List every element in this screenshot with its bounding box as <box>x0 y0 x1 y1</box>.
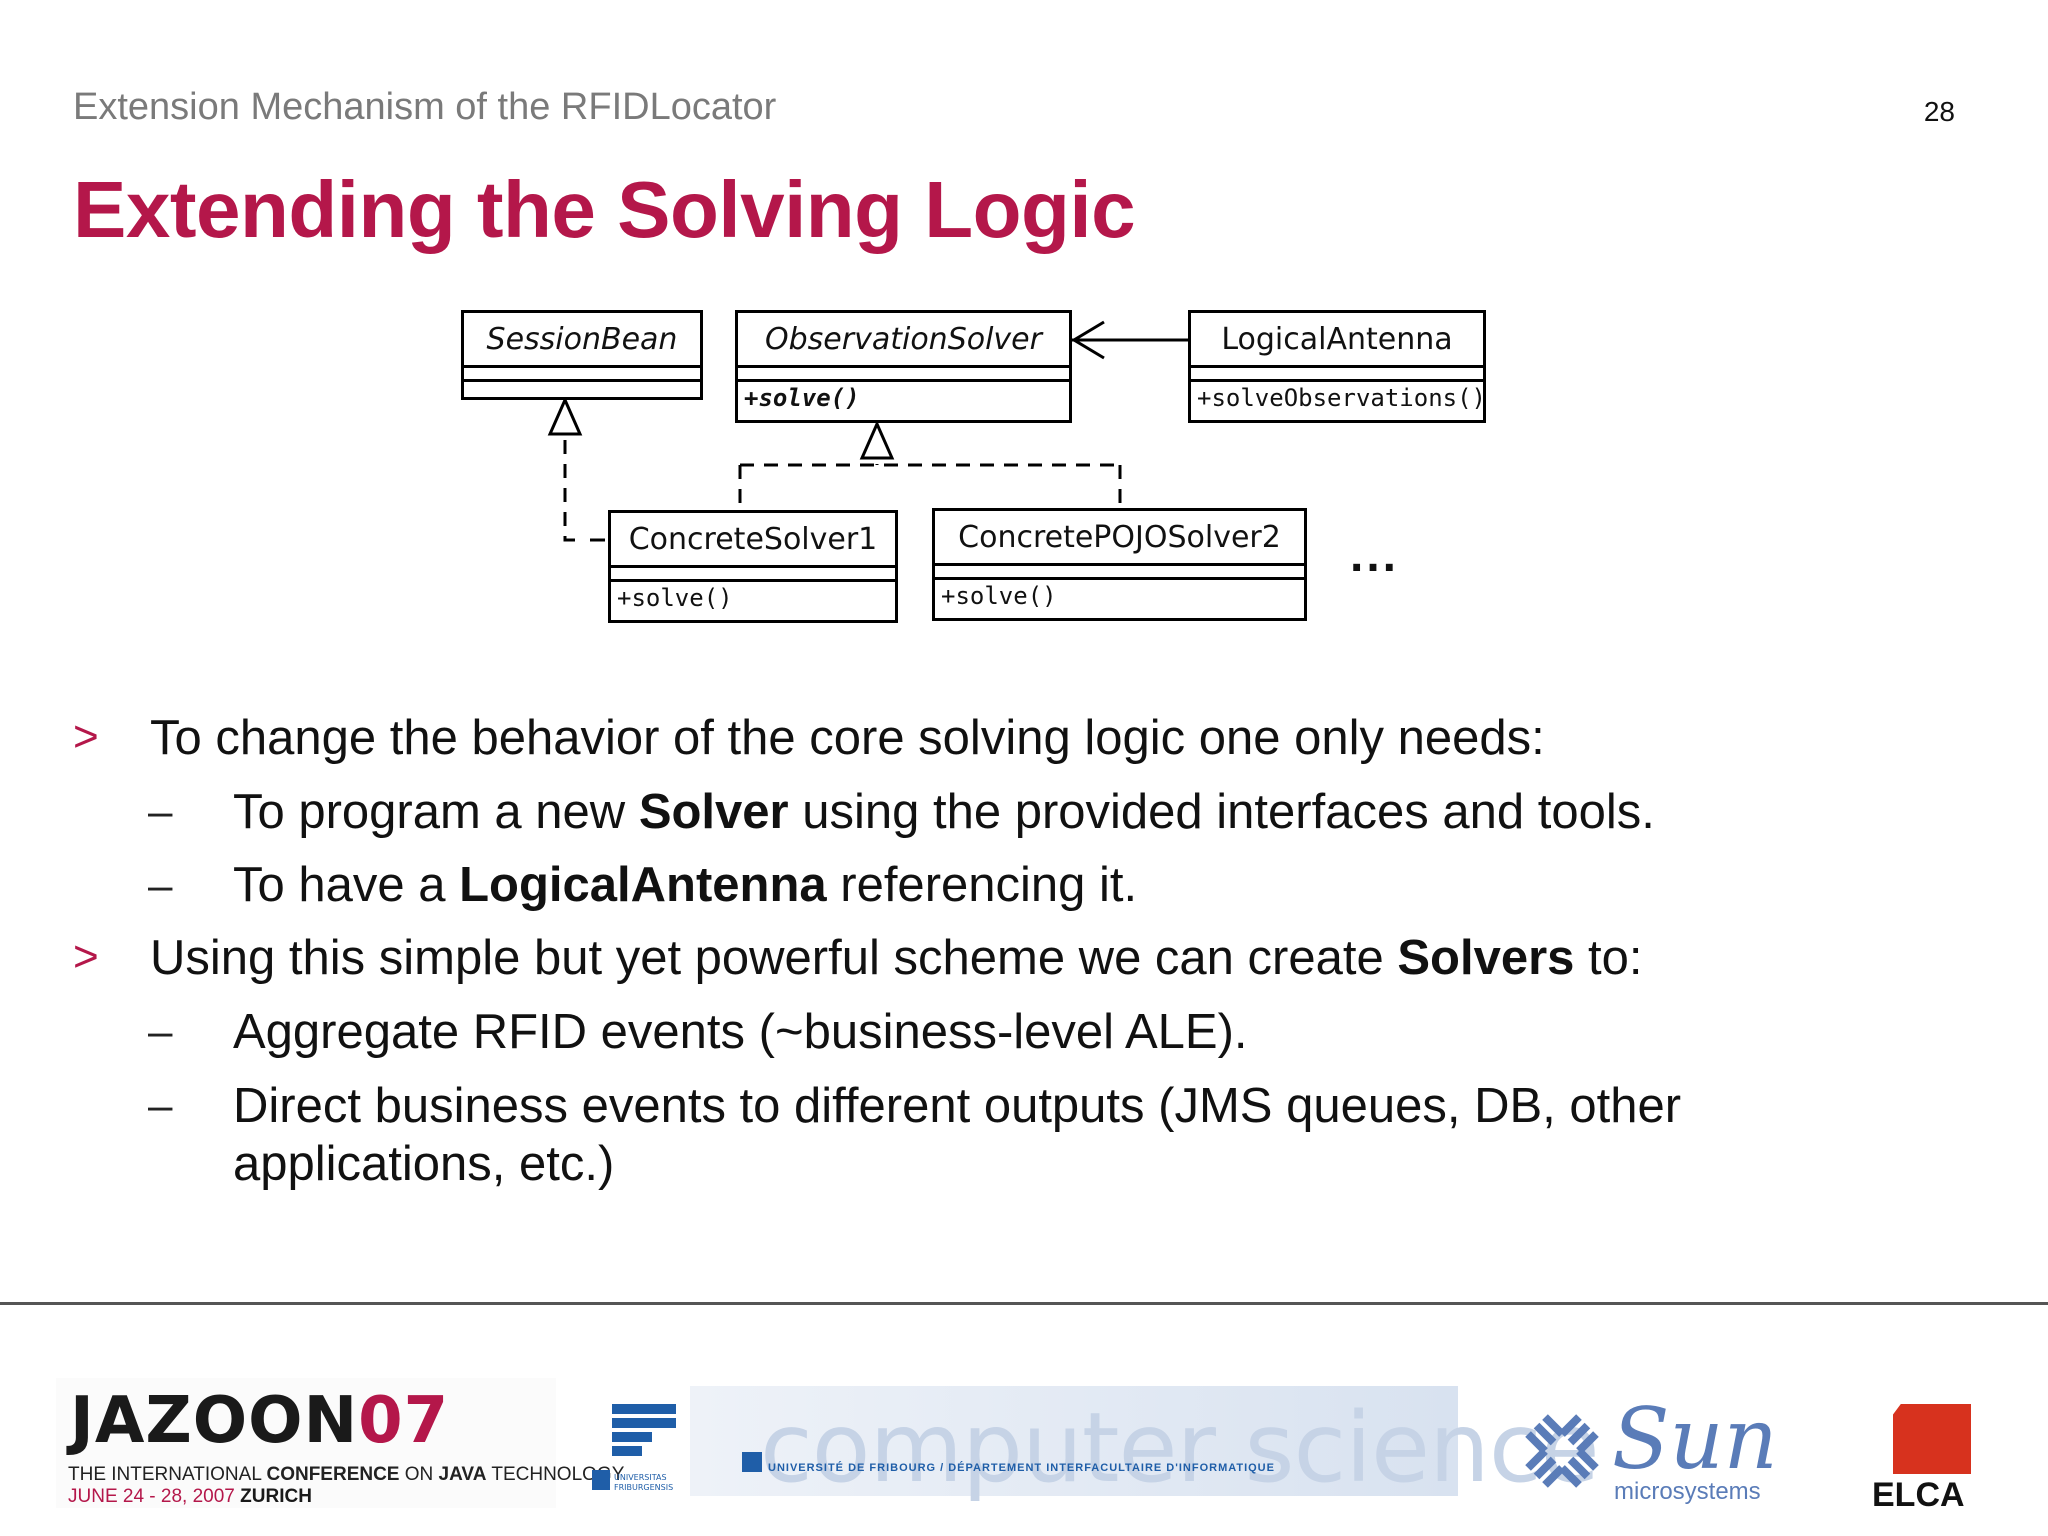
class-name: ConcretePOJOSolver2 <box>935 511 1304 566</box>
sun-microsystems-logo-icon <box>1525 1414 1599 1488</box>
class-operations <box>464 382 700 396</box>
bullet-marker: > <box>73 932 99 981</box>
elca-logo-icon <box>1893 1404 1971 1474</box>
jazoon-wordmark: JAZOON07 <box>70 1384 450 1458</box>
class-name: ConcreteSolver1 <box>611 513 895 568</box>
computer-science-wordmark: computer science <box>760 1392 1600 1504</box>
uml-class-sessionbean: SessionBean <box>461 310 703 400</box>
subbullet-text: Direct business events to different outp… <box>233 1079 1682 1133</box>
subbullet-text: Aggregate RFID events (~business-level A… <box>233 1005 1248 1059</box>
slide-title: Extending the Solving Logic <box>73 165 1136 254</box>
class-operations: +solveObservations() <box>1197 384 1486 412</box>
uml-class-concretesolver1: ConcreteSolver1 +solve() <box>608 510 898 623</box>
class-operations: +solve() <box>744 384 860 412</box>
jazoon-logo: JAZOON07 THE INTERNATIONAL CONFERENCE ON… <box>56 1378 624 1508</box>
subbullet-text: To program a new Solver using the provid… <box>233 785 1655 839</box>
svg-text:UNIVERSITAS: UNIVERSITAS <box>614 1473 667 1482</box>
open-arrowhead <box>1071 320 1105 360</box>
sun-subtitle: microsystems <box>1614 1478 1761 1505</box>
bullet-text: To change the behavior of the core solvi… <box>150 711 1545 765</box>
page-number: 28 <box>1923 96 1955 127</box>
class-name: ObservationSolver <box>738 313 1069 368</box>
unifr-logo-icon: UNIVERSITAS FRIBURGENSIS <box>592 1404 676 1492</box>
bullet-marker: > <box>73 712 99 761</box>
bullet-text: Using this simple but yet powerful schem… <box>150 931 1643 985</box>
slide-section-title: Extension Mechanism of the RFIDLocator <box>73 86 777 128</box>
elca-wordmark: ELCA <box>1872 1476 1965 1514</box>
class-attributes <box>935 566 1304 580</box>
triangle-arrowhead-observationsolver <box>859 420 895 460</box>
uml-class-logicalantenna: LogicalAntenna +solveObservations() <box>1188 310 1486 423</box>
subbullet-marker: – <box>148 1007 173 1056</box>
subbullet-text: To have a LogicalAntenna referencing it. <box>233 858 1138 912</box>
class-attributes <box>738 368 1069 382</box>
class-operations: +solve() <box>617 584 733 612</box>
subbullet-marker: – <box>148 787 173 836</box>
computer-science-banner <box>690 1386 1458 1496</box>
dashed-realization-observationsolver <box>738 440 1122 510</box>
class-name: SessionBean <box>464 313 700 368</box>
subbullet-marker: – <box>148 861 173 910</box>
dashed-realization-sessionbean <box>563 440 580 542</box>
computer-science-square-icon <box>742 1452 762 1472</box>
computer-science-subtitle: UNIVERSITÉ DE FRIBOURG / DÉPARTEMENT INT… <box>768 1462 1275 1474</box>
uml-class-observationsolver: ObservationSolver +solve() <box>735 310 1072 423</box>
diagram-ellipsis: ... <box>1350 529 1400 582</box>
class-name: LogicalAntenna <box>1191 313 1483 368</box>
subbullet-marker: – <box>148 1081 173 1130</box>
class-attributes <box>464 368 700 382</box>
class-attributes <box>1191 368 1483 382</box>
footer-divider <box>0 1302 2048 1305</box>
triangle-arrowhead-sessionbean <box>547 396 583 436</box>
jazoon-tagline: THE INTERNATIONAL CONFERENCE ON JAVA TEC… <box>68 1464 625 1485</box>
subbullet-text-continued: applications, etc.) <box>233 1137 615 1191</box>
class-attributes <box>611 568 895 582</box>
jazoon-date: JUNE 24 - 28, 2007 ZURICH <box>68 1486 312 1507</box>
uml-class-concretepojosolver2: ConcretePOJOSolver2 +solve() <box>932 508 1307 621</box>
svg-text:FRIBURGENSIS: FRIBURGENSIS <box>614 1483 673 1492</box>
sun-wordmark: Sun <box>1612 1390 1778 1488</box>
class-operations: +solve() <box>941 582 1057 610</box>
uml-relations <box>547 320 1188 542</box>
